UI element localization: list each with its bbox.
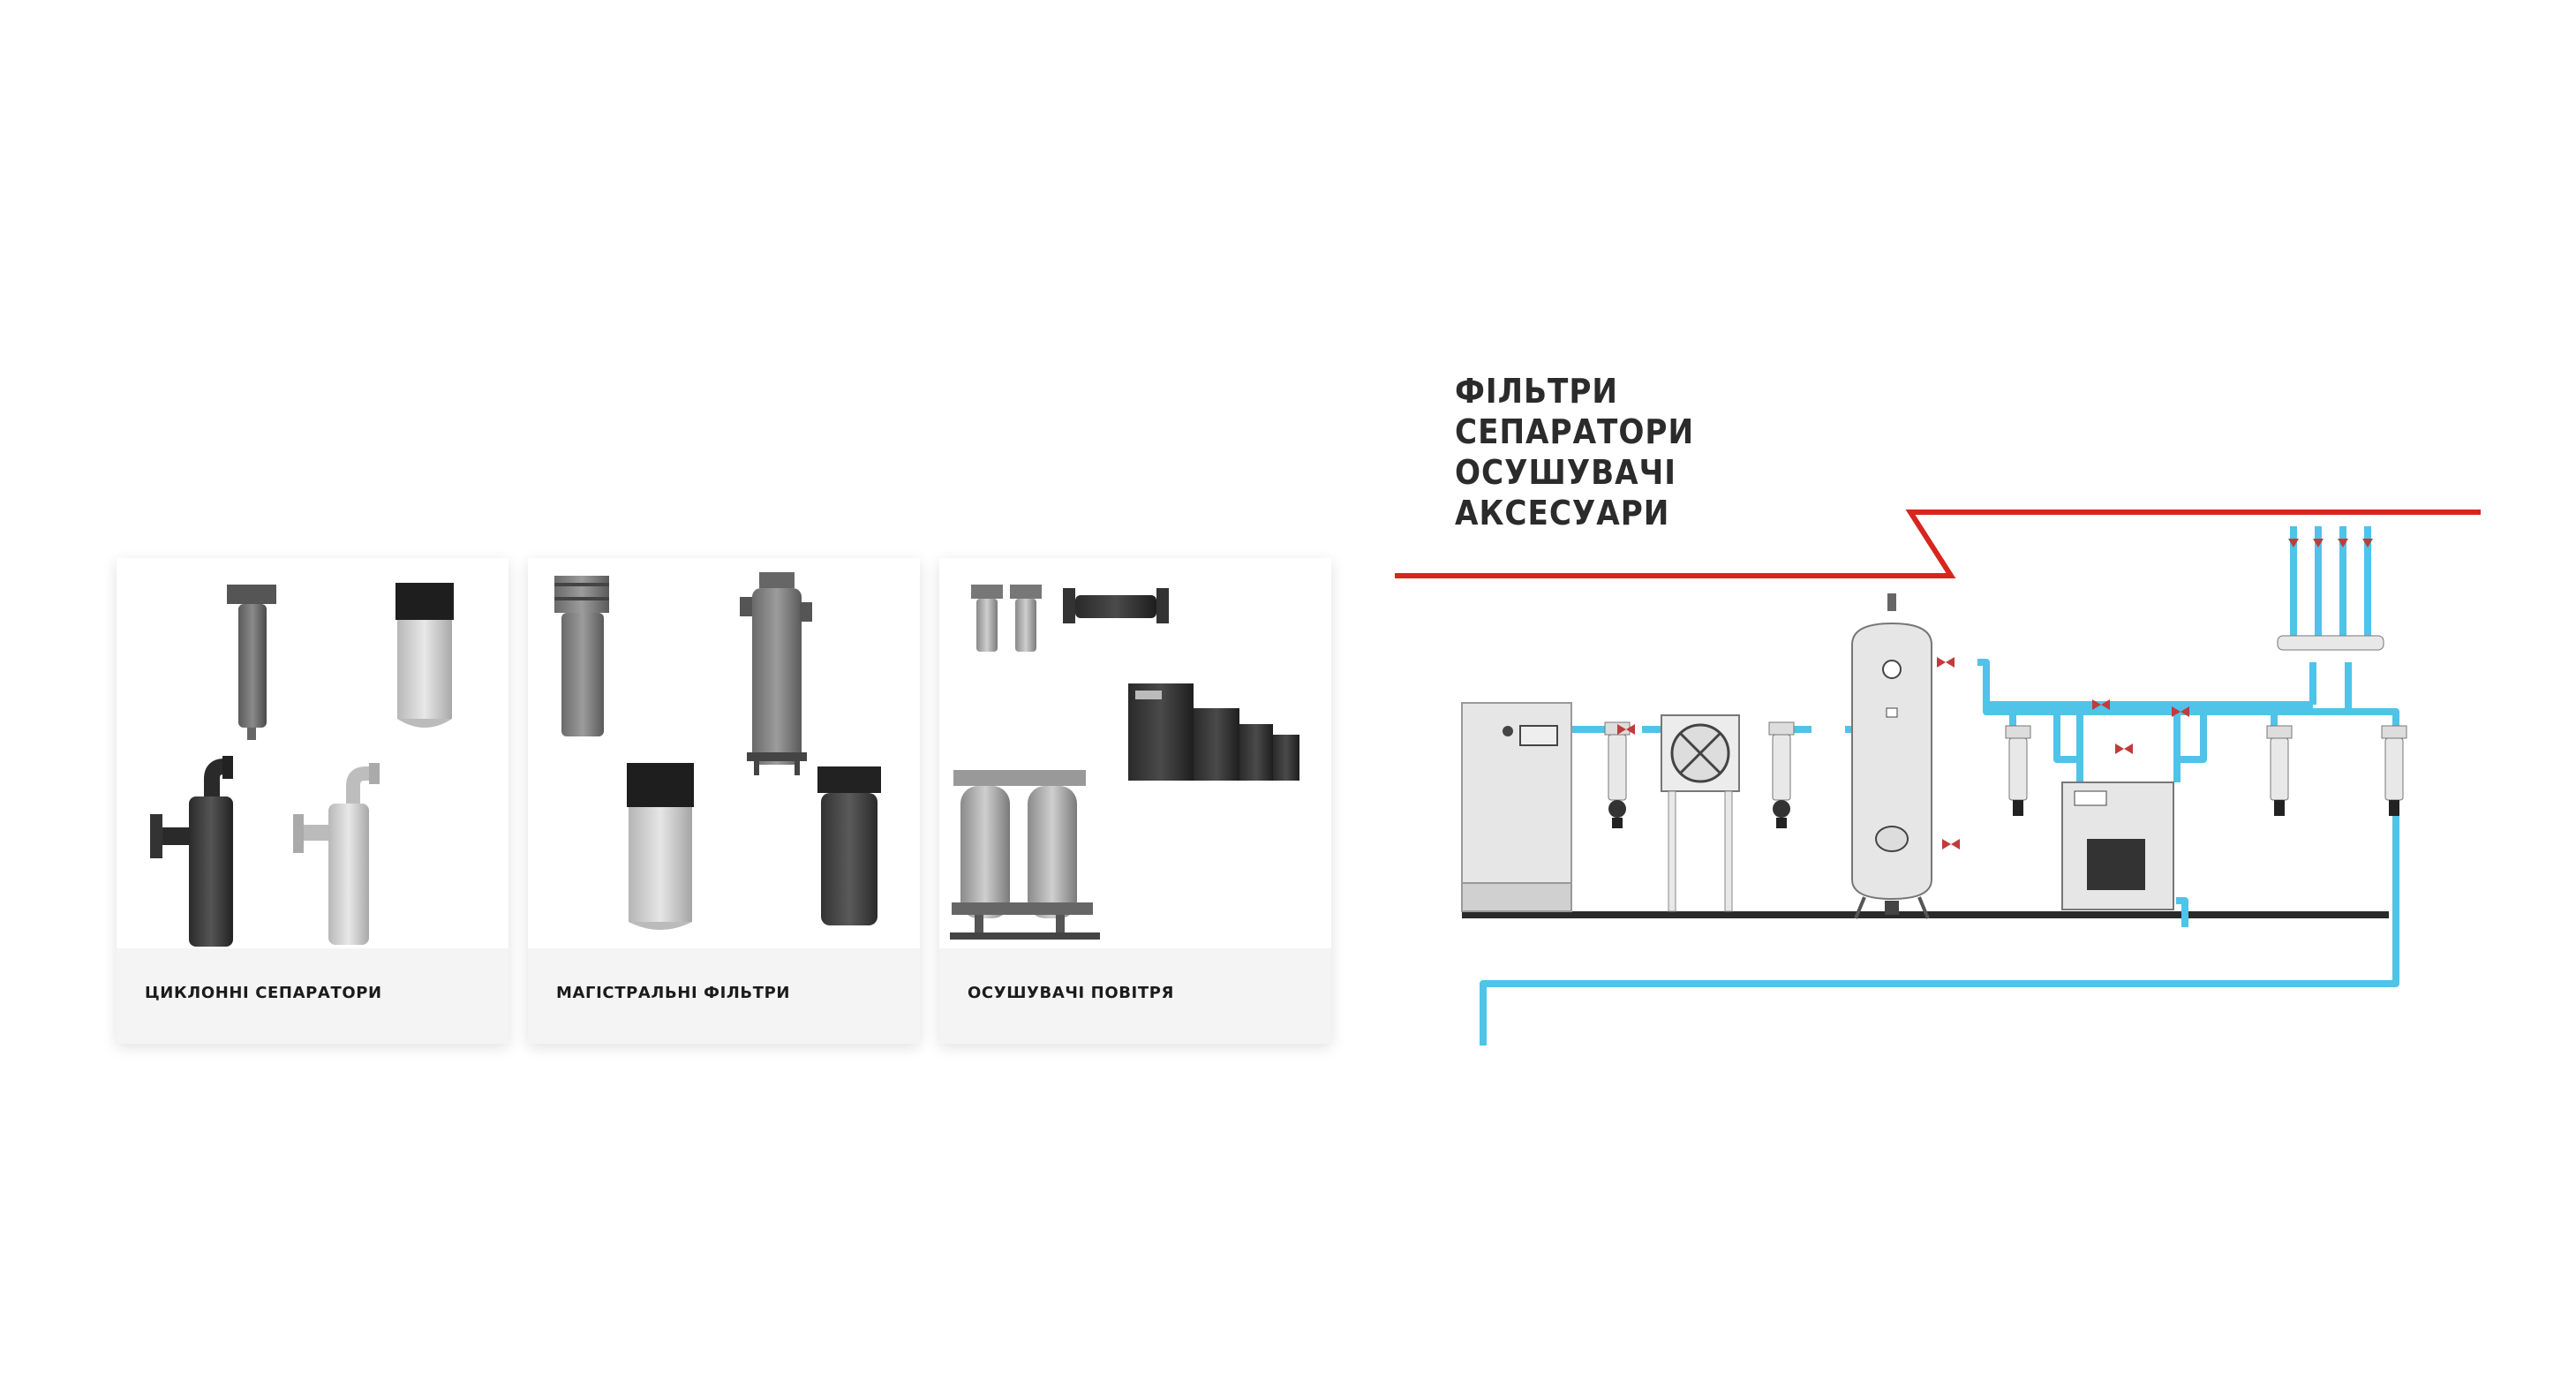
filter-3 [2005,725,2031,816]
line-filters-image [528,558,920,948]
card-label: МАГІСТРАЛЬНІ ФІЛЬТРИ [556,984,791,1002]
product-cards: ЦИКЛОННІ СЕПАРАТОРИ [117,558,1331,1044]
valves [1617,539,2373,849]
filter-4 [2266,725,2293,816]
filter-2 [1768,721,1795,828]
card-label: ОСУШУВАЧІ ПОВІТРЯ [968,984,1174,1002]
filter-1 [1604,721,1631,828]
filter-5 [2381,725,2407,816]
refrigerated-dryer [2061,781,2174,910]
card-line-filters[interactable]: МАГІСТРАЛЬНІ ФІЛЬТРИ [528,558,920,1044]
card-air-dryers[interactable]: ОСУШУВАЧІ ПОВІТРЯ [939,558,1331,1044]
accent-line [1395,510,2481,578]
compressor-unit [1461,702,1572,912]
title-separators: СЕПАРАТОРИ [1455,412,1695,451]
card-label: ЦИКЛОННІ СЕПАРАТОРИ [145,984,382,1002]
compressed-air-schematic: ФІЛЬТРИ СЕПАРАТОРИ ОСУШУВАЧІ АКСЕСУАРИ [1377,362,2481,1068]
card-cyclone-separators[interactable]: ЦИКЛОННІ СЕПАРАТОРИ [117,558,508,1044]
hero-titles: ФІЛЬТРИ СЕПАРАТОРИ ОСУШУВАЧІ АКСЕСУАРИ [1455,371,1694,533]
schematic-diagram [1395,510,2481,1046]
title-filters: ФІЛЬТРИ [1455,372,1619,411]
air-receiver-tank [1851,593,1932,919]
manifold [2277,635,2384,651]
air-dryers-image [939,558,1331,948]
title-accessories: АКСЕСУАРИ [1455,494,1670,532]
fan-cooler [1661,714,1740,912]
cyclone-separators-image [117,558,508,948]
title-dryers: ОСУШУВАЧІ [1455,453,1676,492]
